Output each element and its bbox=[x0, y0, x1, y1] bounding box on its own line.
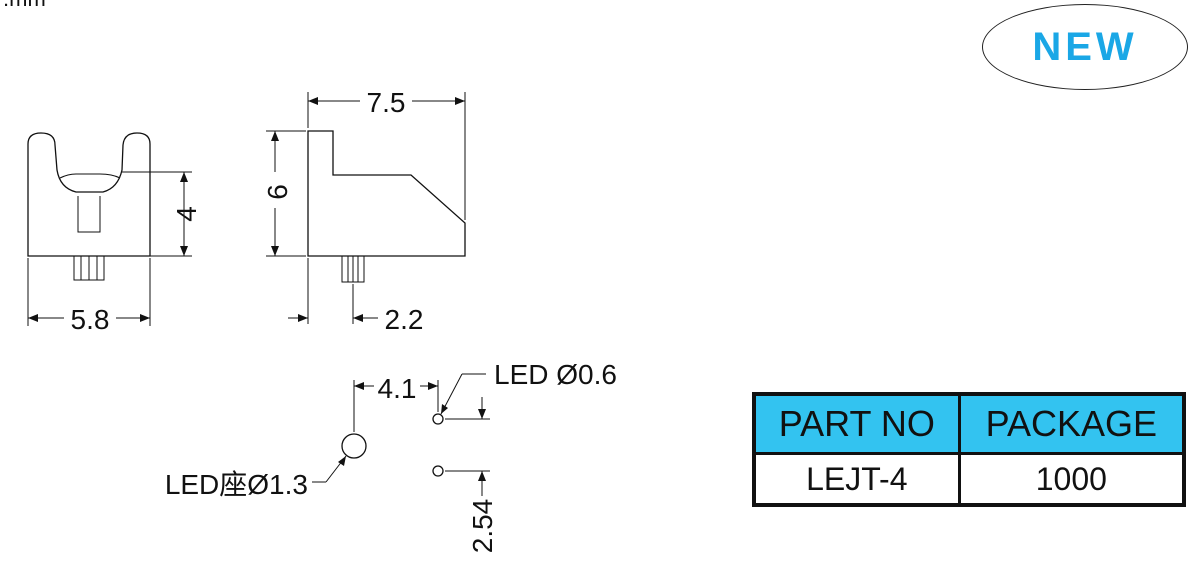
front-height-dim: 4 bbox=[171, 206, 202, 222]
side-pin-dim: 2.2 bbox=[385, 304, 424, 335]
pcb-pitch-dim: 2.54 bbox=[467, 499, 498, 554]
side-view: 7.5 6 2.2 bbox=[262, 87, 466, 335]
spec-table: PART NO PACKAGE LEJT-4 1000 bbox=[752, 392, 1186, 507]
pcb-layout: 4.1 LED Ø0.6 LED座Ø1.3 2.54 bbox=[165, 359, 617, 553]
led-seat-label: LED座Ø1.3 bbox=[165, 469, 308, 500]
front-view-post bbox=[77, 196, 101, 233]
side-view-outline bbox=[307, 130, 466, 257]
spec-table-header-row: PART NO PACKAGE bbox=[752, 392, 1186, 455]
led-hole-bottom bbox=[432, 465, 444, 477]
led-hole-label: LED Ø0.6 bbox=[494, 359, 617, 390]
pcb-spacing-dim: 4.1 bbox=[378, 373, 417, 404]
new-badge-text: NEW bbox=[1032, 24, 1138, 69]
part-no-cell: LEJT-4 bbox=[752, 452, 961, 507]
column-header-part-no: PART NO bbox=[752, 392, 961, 455]
front-view-seat bbox=[59, 173, 121, 179]
unit-label: NIT:mm bbox=[0, 0, 46, 11]
new-badge: NEW bbox=[982, 4, 1188, 90]
front-view: 4 5.8 bbox=[27, 132, 202, 335]
side-length-dim: 7.5 bbox=[367, 87, 406, 118]
front-view-outline bbox=[27, 132, 151, 257]
led-seat-hole bbox=[341, 433, 367, 459]
table-row: LEJT-4 1000 bbox=[752, 452, 1186, 507]
column-header-package: PACKAGE bbox=[957, 392, 1186, 455]
package-cell: 1000 bbox=[957, 452, 1186, 507]
front-width-dim: 5.8 bbox=[71, 304, 110, 335]
led-hole-top bbox=[432, 413, 444, 425]
side-height-dim: 6 bbox=[262, 184, 293, 200]
